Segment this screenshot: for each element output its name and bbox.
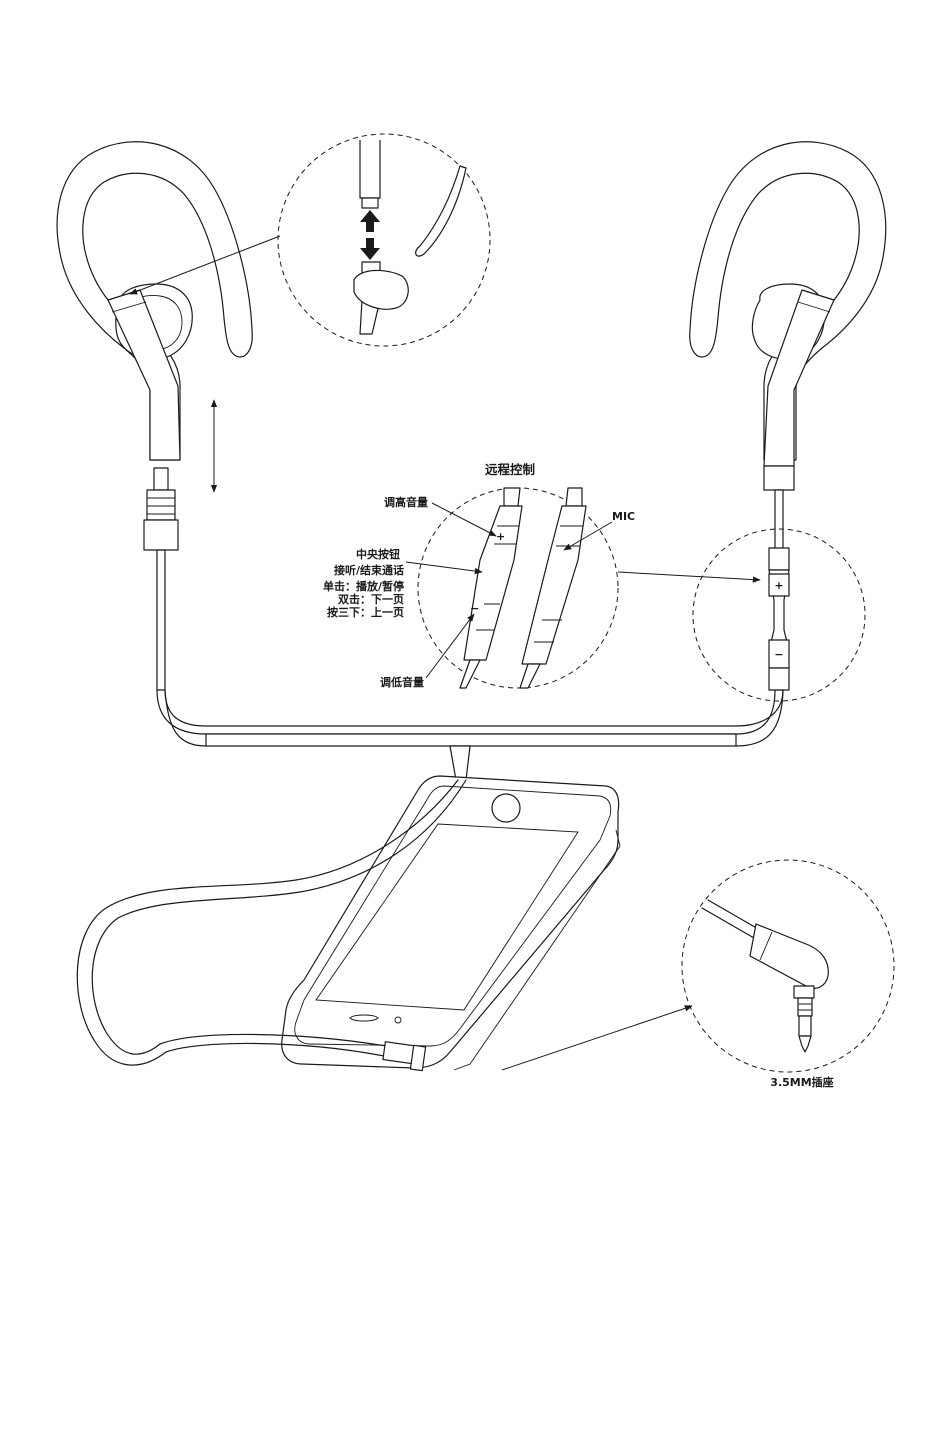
triple-click-label: 按三下：上一页	[327, 605, 404, 619]
single-click-label: 单击：播放/暂停	[323, 579, 404, 593]
remote-title: 远程控制	[485, 462, 535, 477]
y-split-cable	[157, 690, 783, 780]
plus-icon: +	[496, 530, 505, 543]
magnifier-cable-remote: + −	[693, 529, 865, 701]
magnifier-detach	[278, 134, 490, 346]
left-connector	[144, 468, 178, 690]
phone	[282, 776, 620, 1070]
double-click-label: 双击：下一页	[338, 592, 404, 606]
minus-icon: −	[470, 602, 479, 615]
left-earbud	[108, 284, 192, 460]
vol-down-label: 调低音量	[380, 675, 424, 689]
center-button-label: 中央按钮	[356, 547, 400, 561]
magnifier-jack	[682, 860, 894, 1072]
minus-icon: −	[774, 648, 783, 661]
answer-call-label: 接听/结束通话	[334, 563, 404, 577]
mic-label: MIC	[612, 510, 635, 523]
jack-label: 3.5MM插座	[770, 1075, 833, 1089]
vol-up-label: 调高音量	[384, 495, 428, 509]
magnifier-remote-control: + −	[418, 488, 618, 688]
plus-icon: +	[774, 579, 783, 592]
